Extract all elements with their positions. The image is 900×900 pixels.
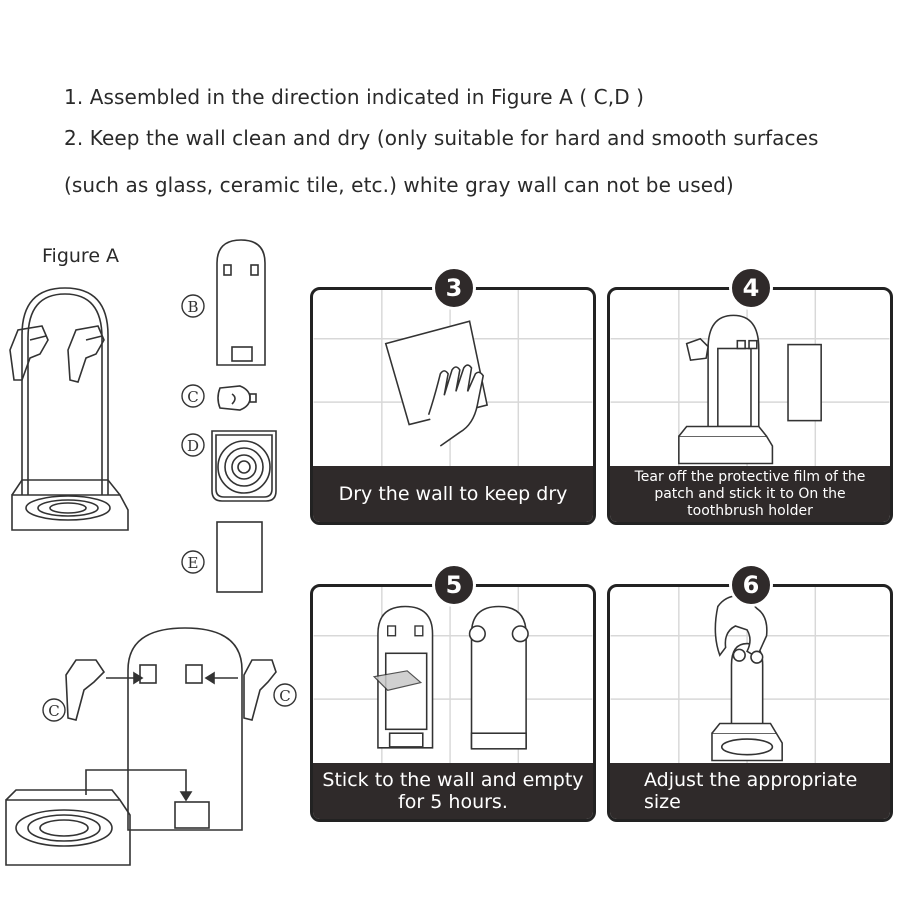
tile-grid <box>610 290 890 522</box>
step-3-caption: Dry the wall to keep dry <box>313 466 593 522</box>
exploded-assembly-illustration: C C <box>5 627 297 866</box>
step-6-caption: Adjust the appropriate size <box>610 763 890 819</box>
part-b-marker <box>181 294 205 318</box>
part-e-letter: E <box>188 554 199 572</box>
step-6-number-badge: 6 <box>729 563 773 607</box>
part-c-letter: C <box>187 388 198 406</box>
step-5-number-badge: 5 <box>432 563 476 607</box>
tile-grid <box>313 587 593 819</box>
assembled-holder-illustration <box>9 287 129 531</box>
part-e-adhesive-patch: E <box>181 521 263 593</box>
instruction-line-1: 1. Assembled in the direction indicated … <box>64 85 645 109</box>
step-4-number-badge: 4 <box>729 266 773 310</box>
part-d-letter: D <box>187 437 199 455</box>
exploded-left-clip-letter: C <box>48 702 59 720</box>
exploded-right-clip-letter: C <box>279 687 290 705</box>
step-5-caption: Stick to the wall and empty for 5 hours. <box>313 763 593 819</box>
step-3-panel: Dry the wall to keep dry <box>310 287 596 525</box>
step-4-panel: Tear off the protective film of the patc… <box>607 287 893 525</box>
step-3-number-badge: 3 <box>432 266 476 310</box>
part-b-back-plate: B <box>181 239 266 366</box>
instruction-line-2: 2. Keep the wall clean and dry (only sui… <box>64 126 819 150</box>
step-4-caption: Tear off the protective film of the patc… <box>610 466 890 522</box>
figure-a-label: Figure A <box>42 245 120 267</box>
instruction-line-3: (such as glass, ceramic tile, etc.) whit… <box>64 173 734 197</box>
step-6-panel: Adjust the appropriate size <box>607 584 893 822</box>
part-b-letter: B <box>187 298 198 316</box>
part-c-clip: C <box>181 384 257 411</box>
part-d-cup-tray: D <box>181 430 277 502</box>
step-5-panel: Stick to the wall and empty for 5 hours. <box>310 584 596 822</box>
